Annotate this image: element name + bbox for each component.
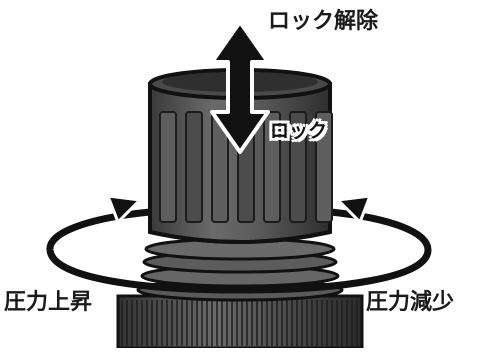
knurl-groove [159,111,177,223]
pressure-up-label: 圧力上昇 [4,290,93,315]
vertical-double-arrow-icon [210,20,270,154]
lock-label: ロック [270,120,328,142]
thread-rings [136,237,344,302]
knurl-groove [185,111,203,223]
unlock-label: ロック解除 [268,9,379,34]
pressure-down-label: 圧力減少 [366,290,455,315]
knurl-groove [289,111,307,223]
rotation-arrowhead-left [105,194,144,225]
rotation-arrowhead-right [334,194,373,225]
base-nut [116,294,364,350]
knurl-groove [315,111,333,223]
rotation-arrow-back [46,208,432,251]
knurl-groove [263,111,281,223]
rotation-arrow-icon [46,194,432,294]
